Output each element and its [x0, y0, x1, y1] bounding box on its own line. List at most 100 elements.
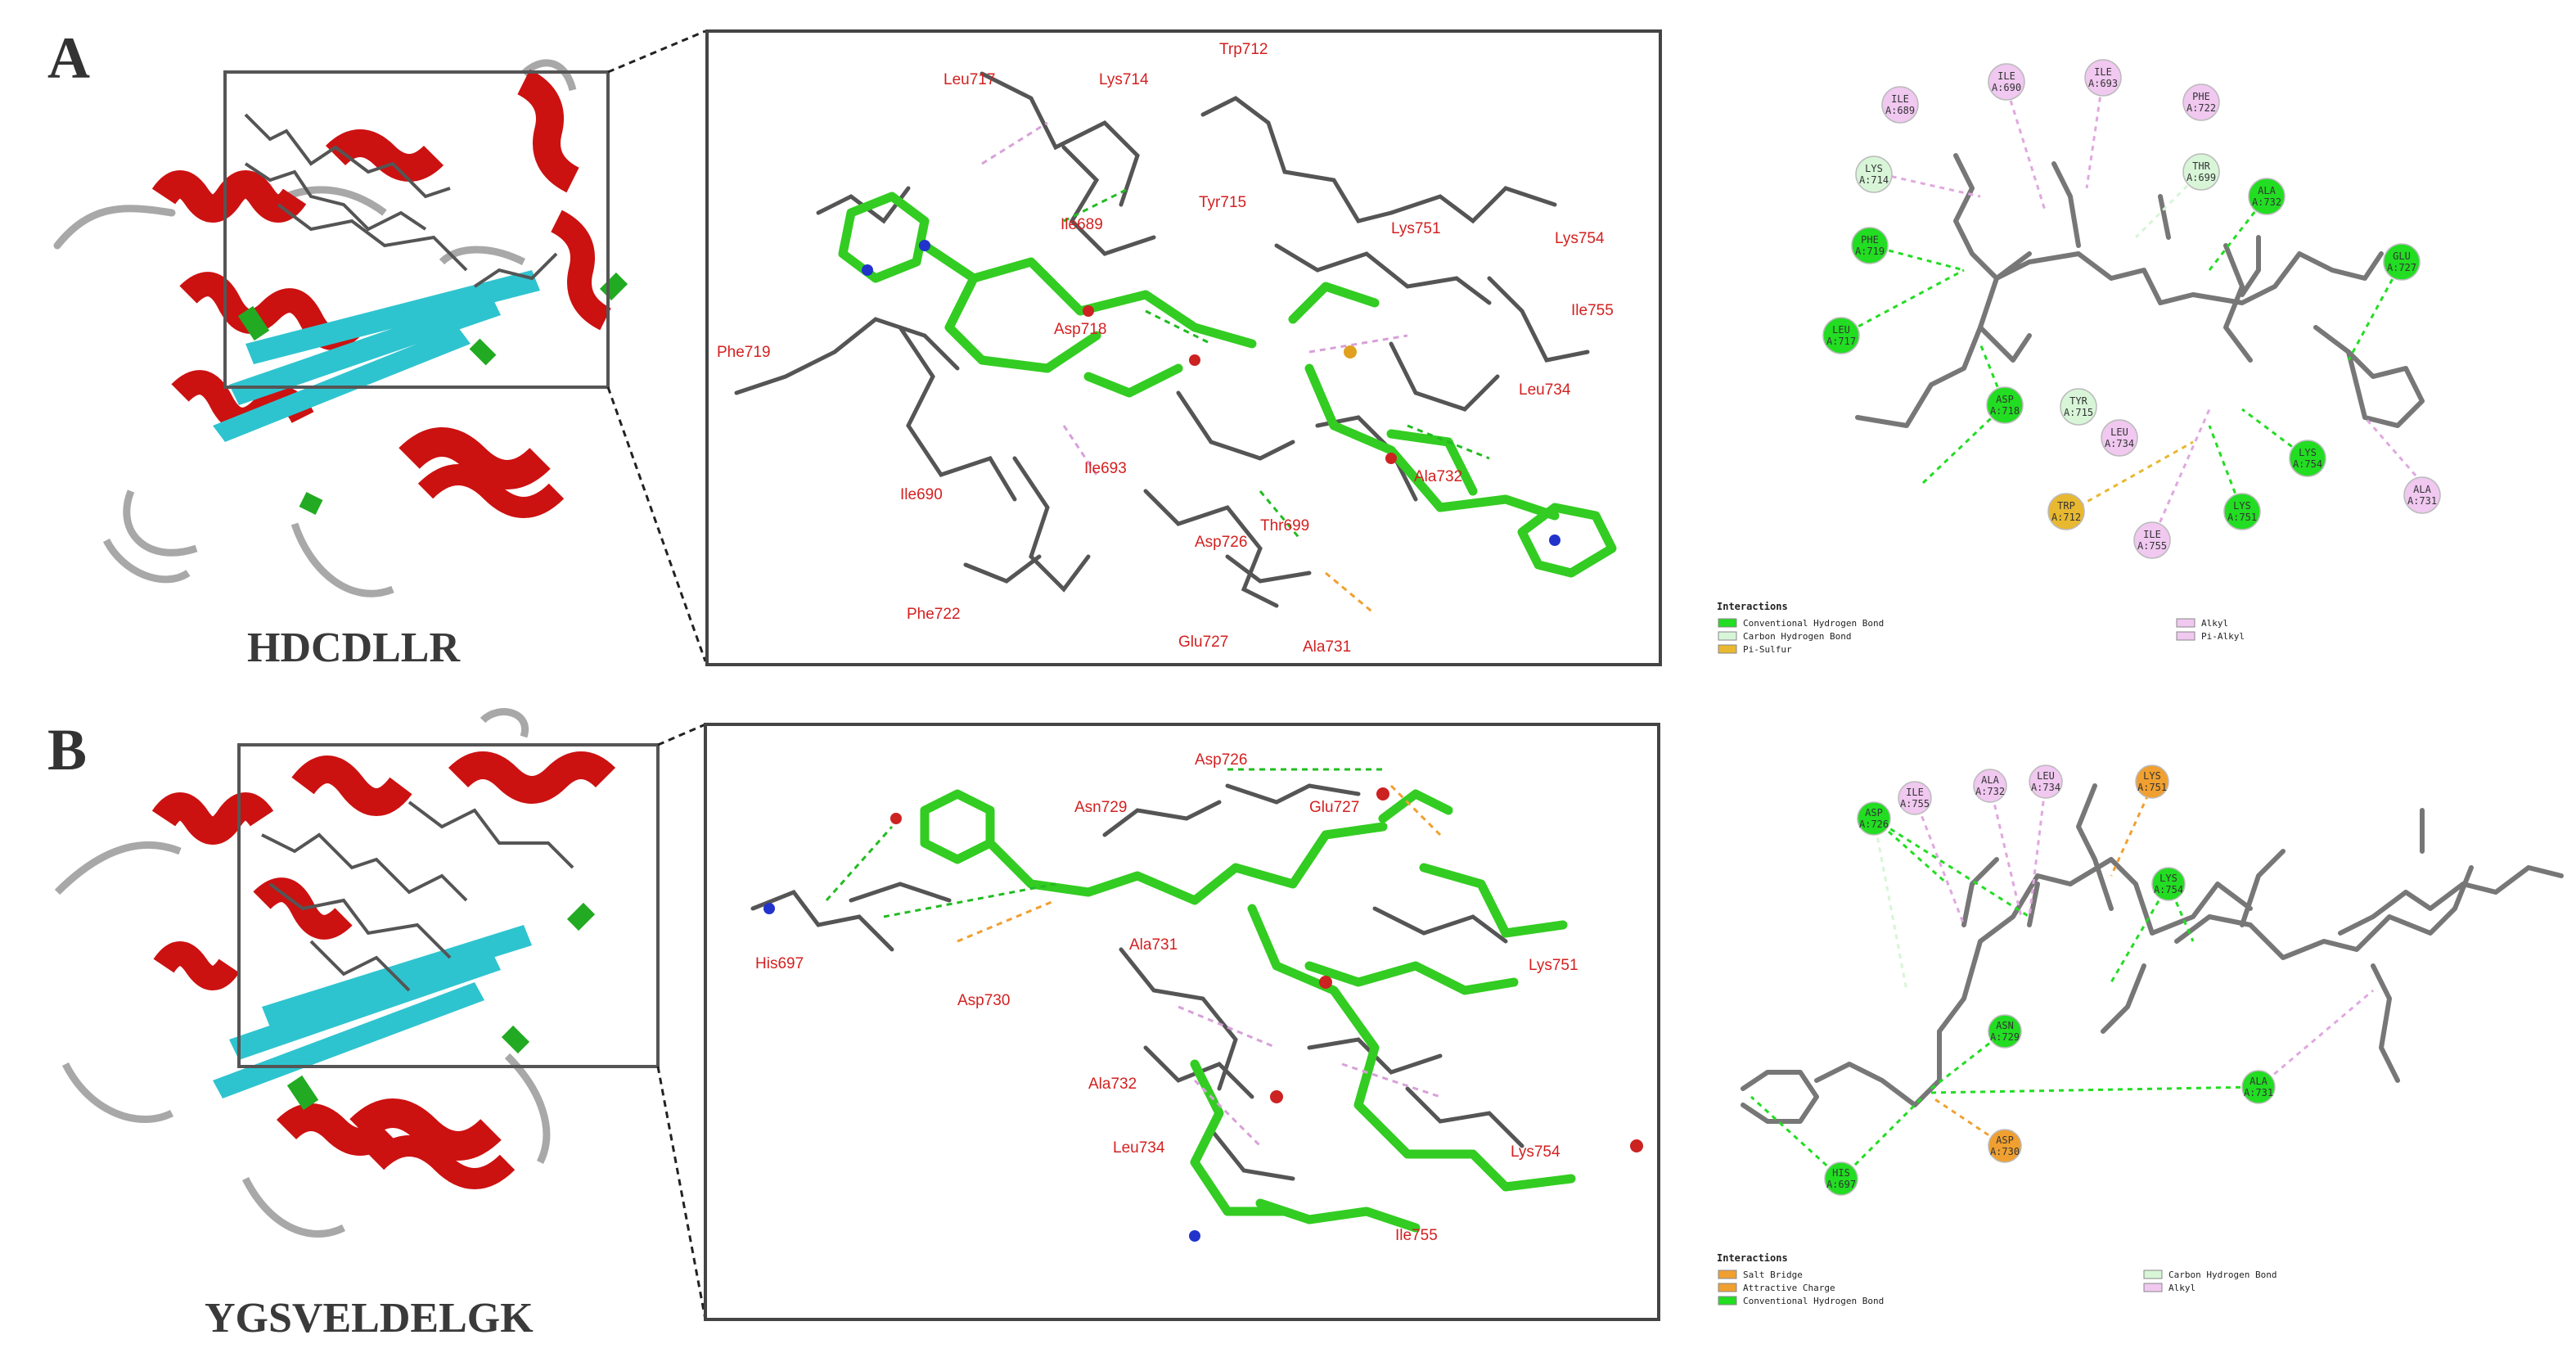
- panel-a-letter: A: [47, 25, 90, 91]
- zoom-box-a: [223, 70, 610, 389]
- res3d-a-ile693: Ile693: [1084, 460, 1127, 477]
- residue-disc-id: A:751: [2137, 782, 2167, 793]
- residue-disc-id: A:712: [2051, 512, 2081, 523]
- residue-disc-circle: [2383, 243, 2421, 281]
- res3d-a-glu727: Glu727: [1178, 634, 1228, 651]
- residue-disc-name: GLU: [2393, 250, 2411, 262]
- residue-disc-circle: [1822, 317, 1860, 354]
- residue-disc-id: A:755: [1900, 798, 1930, 810]
- residue-disc-circle: [2029, 764, 2063, 799]
- residue-disc-name: LEU: [2110, 426, 2128, 438]
- legend-a-item-3: Alkyl: [2201, 618, 2228, 629]
- res3d-a-leu717: Leu717: [943, 71, 995, 88]
- res3d-b-asn729: Asn729: [1074, 799, 1127, 816]
- legend-b-item-0: Salt Bridge: [1743, 1270, 1803, 1280]
- residue-disc-name: TYR: [2069, 395, 2087, 407]
- residue-disc-id: A:731: [2407, 495, 2437, 507]
- residue-disc-circle: [1857, 801, 1891, 836]
- residue-disc-circle: [1851, 227, 1889, 264]
- res3d-a-asp718: Asp718: [1054, 321, 1106, 338]
- residue-disc-id: A:697: [1826, 1179, 1856, 1190]
- res3d-b-his697: His697: [755, 955, 804, 972]
- res3d-a-asp726: Asp726: [1195, 534, 1247, 551]
- res3d-b-ala731: Ala731: [1129, 936, 1178, 954]
- legend-b-item-3: Carbon Hydrogen Bond: [2168, 1270, 2277, 1280]
- residue-disc-circle: [1988, 1014, 2022, 1049]
- peptide-label-b: YGSVELDELGK: [205, 1295, 534, 1342]
- residue-disc-circle: [2047, 493, 2085, 530]
- residue-disc-id: A:719: [1855, 246, 1885, 257]
- residue-disc-circle: [2223, 493, 2261, 530]
- residue-disc-id: A:717: [1826, 336, 1856, 347]
- residue-disc-name: LYS: [1865, 163, 1883, 174]
- res3d-a-ala732: Ala732: [1414, 468, 1462, 485]
- residue-disc-circle: [2101, 419, 2138, 457]
- res3d-a-lys754: Lys754: [1555, 230, 1605, 247]
- res3d-b-ile755: Ile755: [1395, 1227, 1438, 1244]
- residue-disc-circle: [1973, 769, 2007, 803]
- res3d-a-thr699: Thr699: [1260, 517, 1309, 534]
- residue-disc-circle: [2403, 476, 2441, 514]
- residue-disc-name: ALA: [2258, 185, 2276, 196]
- res3d-b-asp730: Asp730: [957, 992, 1010, 1009]
- residue-disc-circle: [1855, 156, 1893, 193]
- residue-disc-id: A:754: [2154, 884, 2183, 895]
- residue-disc-id: A:732: [2252, 196, 2281, 208]
- res3d-a-ile689: Ile689: [1061, 216, 1103, 233]
- res3d-b-lys754: Lys754: [1511, 1143, 1560, 1161]
- interaction-2d-b: [1741, 781, 2564, 1180]
- residue-disc-id: A:699: [2186, 172, 2216, 183]
- residue-disc-name: ILE: [2143, 529, 2161, 540]
- residue-disc-circle: [1988, 1129, 2022, 1163]
- res3d-a-lys714: Lys714: [1099, 71, 1149, 88]
- residue-disc-id: A:731: [2244, 1087, 2273, 1098]
- residue-disc-name: ILE: [1997, 70, 2015, 82]
- legend-a-item-0: Conventional Hydrogen Bond: [1743, 618, 1884, 629]
- residue-disc-id: A:693: [2088, 78, 2118, 89]
- residue-disc-id: A:755: [2137, 540, 2167, 552]
- residue-disc-circle: [1986, 386, 2024, 424]
- res3d-a-ala731: Ala731: [1303, 638, 1351, 656]
- legend-a-item-1: Carbon Hydrogen Bond: [1743, 631, 1851, 642]
- res3d-a-trp712: Trp712: [1219, 41, 1268, 58]
- residue-disc-id: A:751: [2227, 512, 2257, 523]
- protein-ribbon-b: [54, 708, 616, 1238]
- legend-b-item-4: Alkyl: [2168, 1283, 2195, 1293]
- residue-disc-circle: [2248, 178, 2286, 215]
- residue-disc-name: LYS: [2299, 447, 2317, 458]
- residue-disc-circle: [1881, 86, 1919, 124]
- residue-disc-name: ILE: [1906, 787, 1924, 798]
- res3d-a-tyr715: Tyr715: [1199, 194, 1246, 211]
- closeup-frame-a: [705, 29, 1662, 666]
- residue-disc-circle: [2133, 521, 2171, 559]
- residue-disc-id: A:714: [1859, 174, 1889, 186]
- res3d-b-leu734: Leu734: [1113, 1139, 1165, 1157]
- residue-disc-name: LYS: [2233, 500, 2251, 512]
- panel-a: A: [47, 25, 2425, 671]
- legend-b-title: Interactions: [1717, 1252, 1788, 1264]
- residue-disc-name: HIS: [1832, 1167, 1850, 1179]
- residue-disc-id: A:726: [1859, 819, 1889, 830]
- legend-b-item-1: Attractive Charge: [1743, 1283, 1835, 1293]
- legend-a-item-4: Pi-Alkyl: [2201, 631, 2245, 642]
